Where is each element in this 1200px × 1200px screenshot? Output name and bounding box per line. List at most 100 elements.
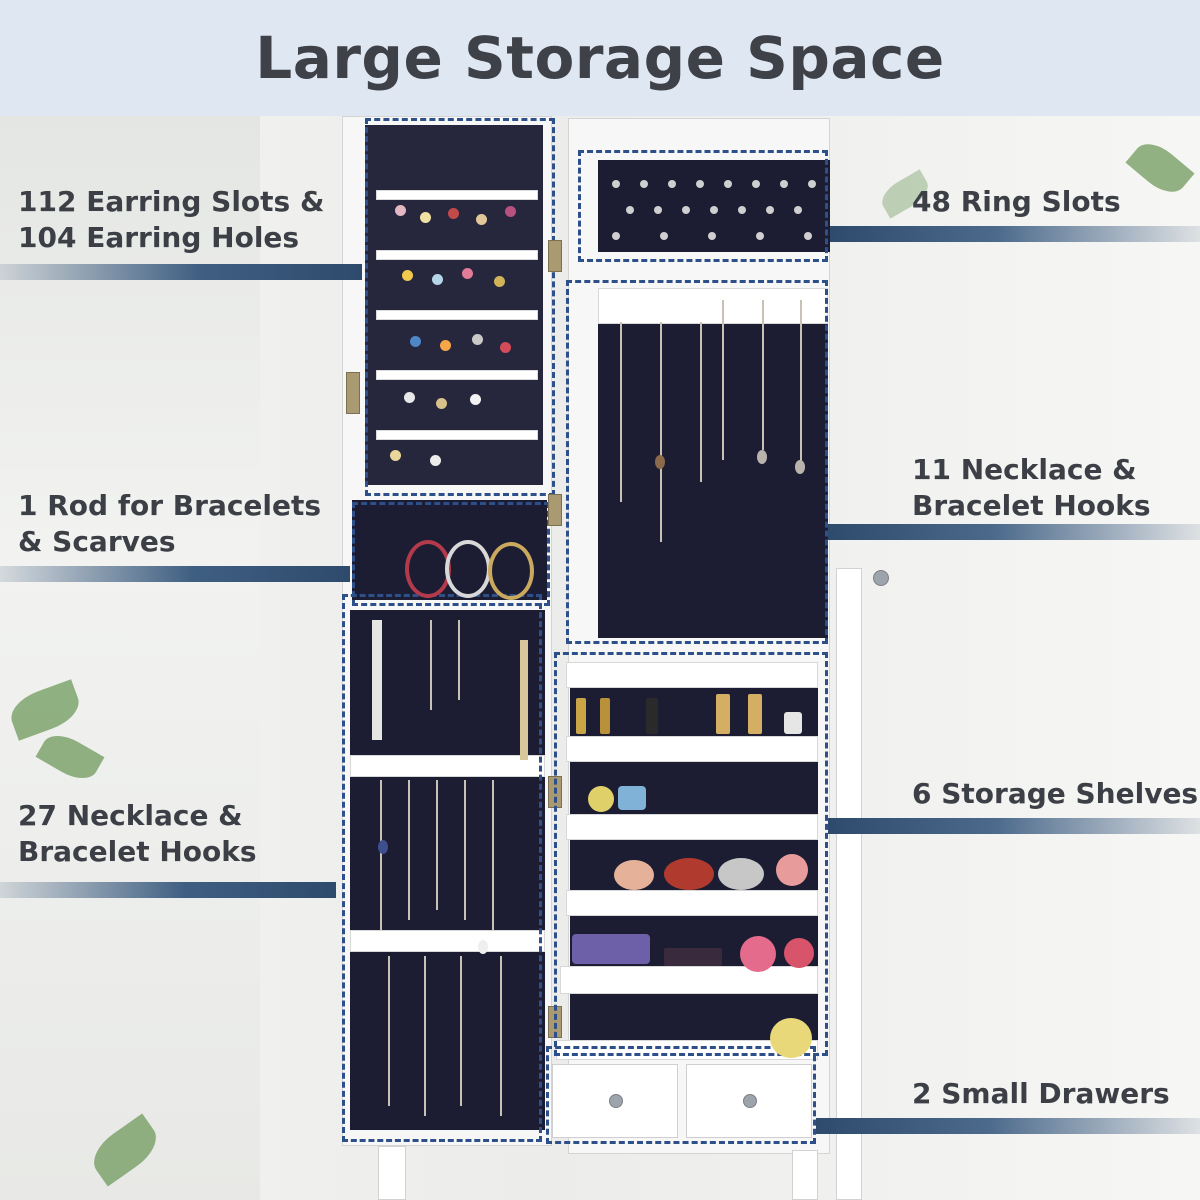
earring [410,336,421,347]
right-hook-zone-outline [566,280,828,644]
necklace-chain [458,620,460,700]
cosmetic-item [572,934,650,964]
cosmetic-item [600,698,610,734]
bracelet [488,542,534,600]
necklace-left-label-line1: 27 Necklace & [18,799,243,832]
earring [404,392,415,403]
ring-callout-bar [830,226,1200,242]
necklace-chain [492,780,494,930]
cosmetic-item [748,694,762,734]
door-latch [346,372,360,414]
ring [612,180,620,188]
cosmetic-item [718,858,764,890]
ring [654,206,662,214]
necklace-chain [380,780,382,930]
storage-shelf [560,966,818,994]
earring-label-line1: 112 Earring Slots & [18,185,325,218]
ring-label: 48 Ring Slots [912,185,1121,218]
storage-shelf [566,814,818,840]
rod-label-line1: 1 Rod for Bracelets [18,489,322,522]
necklace-chain [424,956,426,1116]
necklace-pendant [378,840,388,854]
earring [476,214,487,225]
shelves-callout-bar [828,818,1200,834]
earring [470,394,481,405]
cosmetic-item [614,860,654,890]
earring [472,334,483,345]
necklace-chain [500,956,502,1116]
necklace-chain [700,322,702,482]
drawer-knob[interactable] [609,1094,623,1108]
cosmetic-item [770,1018,812,1058]
necklace-right-label-line1: 11 Necklace & [912,453,1137,486]
ring [612,232,620,240]
necklace-hook-bar [350,755,545,777]
ring [640,180,648,188]
earring-label-line2: 104 Earring Holes [18,221,300,254]
necklace-left-label-line2: Bracelet Hooks [18,835,257,868]
cosmetic-item [664,948,722,966]
necklace-chain [520,640,528,760]
earring [390,450,401,461]
ring [660,232,668,240]
plant-leaf [1125,134,1195,202]
earring [420,212,431,223]
necklace-chain [660,322,662,542]
necklace-pendant [478,940,488,954]
rod-zone-outline [352,502,550,606]
storage-shelf [566,662,818,688]
cosmetic-item [646,698,658,734]
cosmetic-item [740,936,776,972]
necklace-chain [408,780,410,920]
door-hinge [548,240,562,272]
necklace-chain [800,300,802,470]
ring [766,206,774,214]
shelves-label: 6 Storage Shelves [912,777,1199,810]
ring [794,206,802,214]
earring [402,270,413,281]
necklace-chain [430,620,432,710]
necklace-chain [388,956,390,1106]
rod-callout-bar [0,566,350,582]
page-title: Large Storage Space [255,24,945,92]
drawer-knob[interactable] [743,1094,757,1108]
storage-shelf [566,736,818,762]
shelf-zone-outline [554,652,828,1056]
drawers-callout-bar [816,1118,1200,1134]
ring [756,232,764,240]
earring [395,205,406,216]
earring [432,274,443,285]
stand-back-leg [836,568,862,1200]
cosmetic-item [716,694,730,734]
necklace-panel-left [350,610,545,1130]
earring [430,455,441,466]
necklace-right-label-line2: Bracelet Hooks [912,489,1151,522]
stand-front-leg [792,1150,818,1200]
necklace-hook-bar-right [598,288,828,324]
left-hook-zone-outline [342,594,542,1142]
necklace-left-callout-bar [0,882,336,898]
earring [436,398,447,409]
ring [808,180,816,188]
earring [500,342,511,353]
drawers-label: 2 Small Drawers [912,1077,1170,1110]
earring [494,276,505,287]
background-window [0,116,260,1200]
earring-callout-bar [0,264,362,280]
ring [626,206,634,214]
earring [448,208,459,219]
ring [668,180,676,188]
stand-screw [873,570,889,586]
ring [710,206,718,214]
necklace-pendant [655,455,665,469]
earring [462,268,473,279]
necklace-chain [372,620,382,740]
earring-bar [376,310,538,320]
ring [780,180,788,188]
earring-bar [376,190,538,200]
cosmetic-item [776,854,808,886]
rod-label-line2: & Scarves [18,525,176,558]
cosmetic-item [784,938,814,968]
ring [724,180,732,188]
necklace-right-callout-bar [828,524,1200,540]
